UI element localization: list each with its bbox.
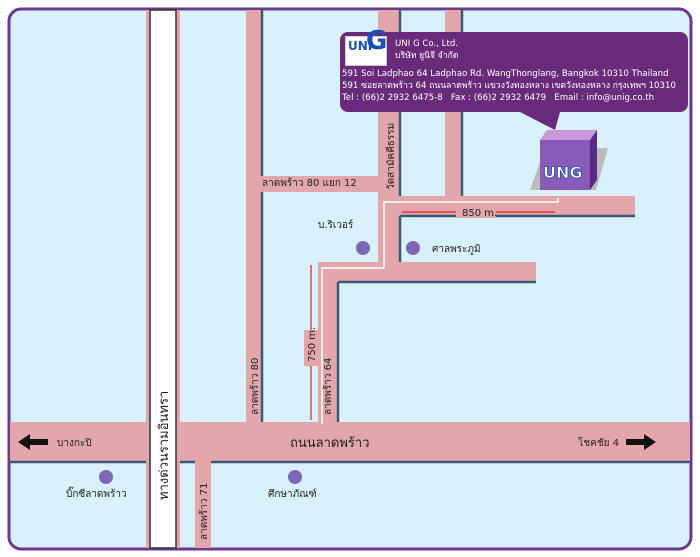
label-main-road: ถนนลาดพร้าว bbox=[290, 436, 370, 451]
marker-shrine bbox=[406, 241, 420, 255]
address-th: 591 ซอยลาดพร้าว 64 ถนนลาดพร้าว แขวงวังทอ… bbox=[342, 81, 676, 91]
company-info: UNI G UNI G Co., Ltd. บริษัท ยูนิจี จำกั… bbox=[340, 28, 688, 112]
marker-river bbox=[356, 241, 370, 255]
label-river: บ.ริเวอร์ bbox=[318, 219, 354, 231]
company-name-en: UNI G Co., Ltd. bbox=[395, 39, 459, 49]
road-soi64-h bbox=[318, 262, 536, 282]
arrow-left-icon bbox=[18, 434, 48, 450]
company-name-th: บริษัท ยูนิจี จำกัด bbox=[395, 51, 459, 61]
contact-info: Tel : (66)2 2932 6475-8 Fax : (66)2 2932… bbox=[342, 93, 655, 103]
road-main bbox=[10, 422, 690, 462]
route-path bbox=[321, 198, 559, 424]
info-callout bbox=[340, 32, 688, 130]
label-ladprao64: ลาดพร้าว 64 bbox=[322, 358, 334, 415]
label-distance-850: 850 m. bbox=[462, 208, 497, 219]
label-suksapan: ศึกษาภัณฑ์ bbox=[268, 488, 317, 500]
address-en: 591 Soi Ladphao 64 Ladphao Rd. WangThong… bbox=[342, 69, 669, 79]
arrow-right-icon bbox=[626, 434, 656, 450]
label-expressway: ทางด่วนรามอินทรา bbox=[157, 391, 172, 500]
label-ladprao80: ลาดพร้าว 80 bbox=[249, 358, 261, 415]
label-ladprao80-12: ลาดพร้าว 80 แยก 12 bbox=[262, 177, 357, 189]
unig-building: UNG bbox=[530, 130, 608, 190]
road-to-unig bbox=[378, 196, 635, 216]
label-left-dir: บางกะปิ bbox=[57, 438, 92, 449]
road-soi64-v bbox=[318, 262, 338, 424]
svg-text:UNG: UNG bbox=[543, 163, 583, 182]
road-ladprao71 bbox=[195, 462, 211, 548]
label-bigc: บิ๊กซีลาดพร้าว bbox=[66, 486, 127, 500]
label-right-dir: โชคชัย 4 bbox=[578, 436, 619, 449]
road-ladprao80-12 bbox=[262, 176, 378, 192]
label-wat: วัดสามัคคีธรรม bbox=[385, 123, 397, 190]
label-ladprao71: ลาดพร้าว 71 bbox=[198, 483, 210, 540]
label-shrine: ศาลพระภูมิ bbox=[432, 244, 481, 255]
marker-bigc bbox=[99, 470, 113, 484]
label-distance-750: 750 m. bbox=[307, 327, 318, 362]
unig-logo: UNI G bbox=[345, 28, 387, 66]
marker-suksapan bbox=[288, 470, 302, 484]
road-ladprao80 bbox=[246, 10, 263, 424]
